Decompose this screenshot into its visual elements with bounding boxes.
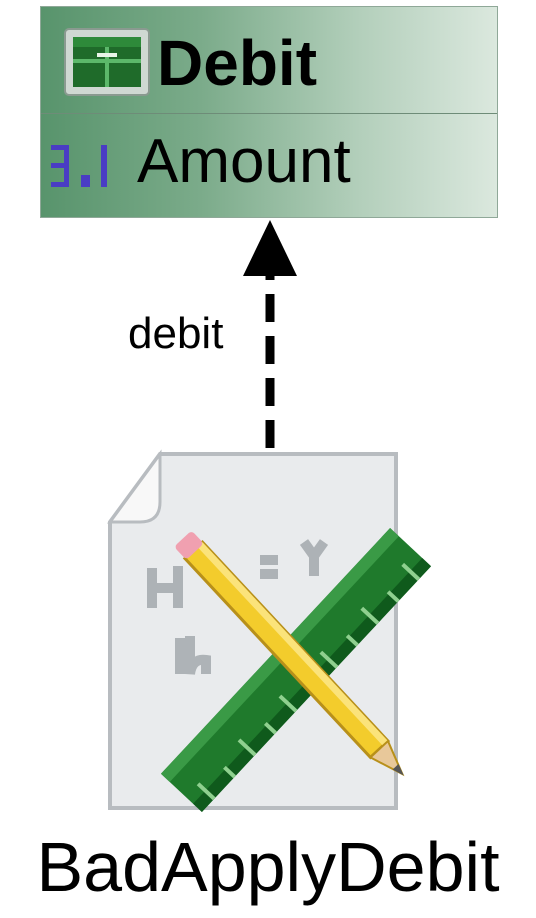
attribute-amount: Amount [137,127,351,196]
class-title: Debit [157,27,317,99]
arrowhead-icon [243,220,297,276]
debit-class-box[interactable]: Debit Amount [40,6,498,218]
node-label: BadApplyDebit [36,828,500,906]
numeric-attribute-icon [51,145,107,187]
edge-label: debit [128,309,224,358]
formula-document-icon[interactable] [100,448,460,818]
class-table-icon [64,28,150,96]
class-header: Debit [41,7,497,114]
